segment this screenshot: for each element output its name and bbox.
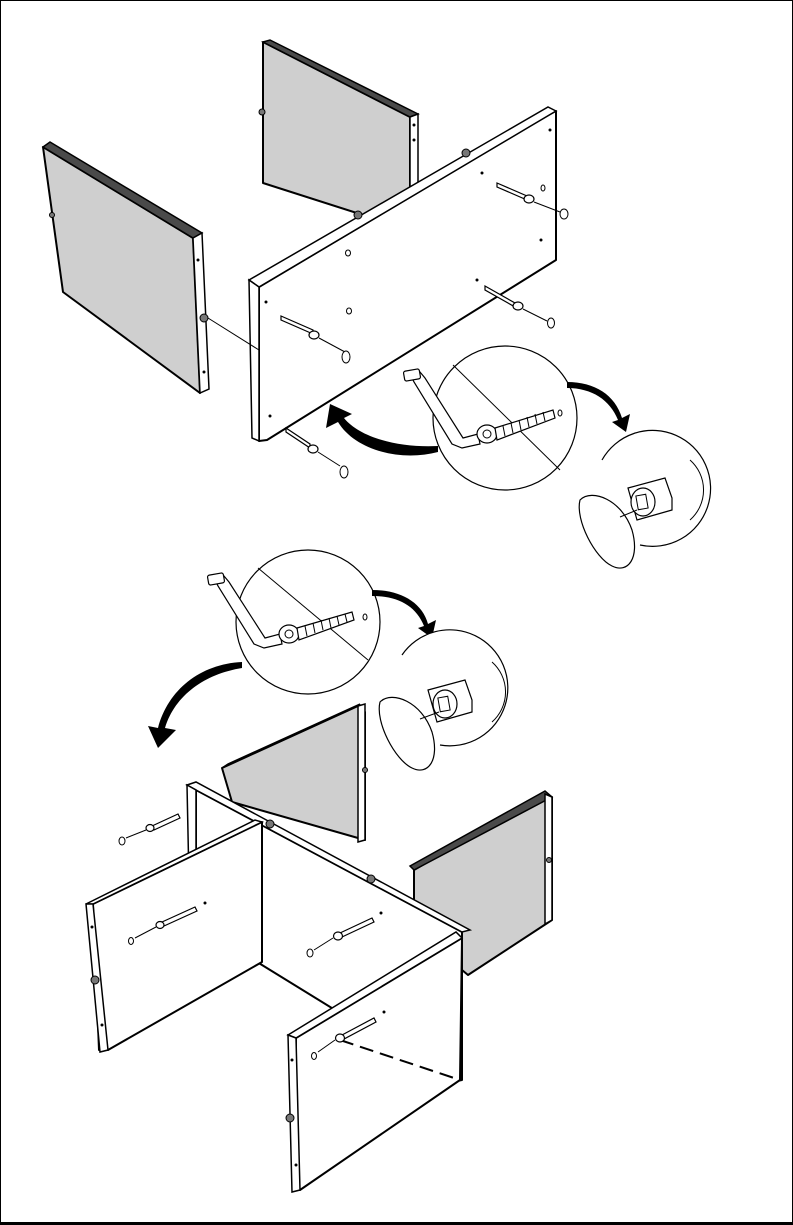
cam-bolt-icon	[485, 286, 555, 328]
dowel-icon	[266, 820, 274, 828]
dowel-icon	[462, 149, 470, 157]
cam-bolt-icon	[286, 428, 348, 478]
dowel-icon	[286, 1114, 294, 1122]
dowel-icon	[367, 875, 375, 883]
allen-key-detail-view	[403, 346, 577, 490]
cam-bolt-icon	[119, 814, 180, 845]
cam-lock-detail-view	[579, 430, 710, 568]
dowel-icon	[200, 314, 208, 322]
dowel-icon	[354, 211, 362, 219]
left-front-panel	[86, 820, 262, 1052]
left-side-panel	[43, 142, 209, 393]
allen-key-detail-view	[207, 550, 380, 694]
lower-step	[86, 550, 552, 1192]
cam-lock-detail-view	[379, 630, 508, 770]
dowel-icon	[91, 976, 99, 984]
curved-arrow-icon	[148, 662, 242, 748]
upper-step	[43, 40, 711, 568]
curved-arrow-icon	[326, 404, 438, 455]
curved-arrow-icon	[372, 590, 436, 638]
